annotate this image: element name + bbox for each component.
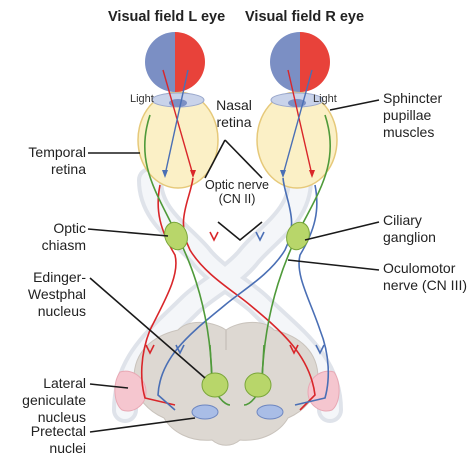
pretectal-label: Pretectal nuclei [4, 423, 86, 457]
ciliary-ganglion-label: Ciliary ganglion [383, 212, 473, 246]
pretectal-nucleus-right [257, 405, 283, 419]
nasal-retina-label: Nasal retina [206, 97, 262, 131]
light-label-left: Light [130, 93, 154, 105]
visual-field-right [270, 32, 330, 92]
light-label-right: Light [313, 93, 337, 105]
oculomotor-nerve-label: Oculomotor nerve (CN III) [383, 260, 474, 294]
optic-nerve-label: Optic nerve (CN II) [196, 178, 278, 206]
lateral-geniculate-label: Lateral geniculate nucleus [4, 375, 86, 426]
visual-field-right-title: Visual field R eye [245, 9, 364, 26]
temporal-retina-label: Temporal retina [4, 144, 86, 178]
edinger-westphal-label: Edinger- Westphal nucleus [4, 269, 86, 320]
edinger-westphal-nucleus-left [202, 373, 228, 397]
visual-field-left-title: Visual field L eye [108, 9, 225, 26]
visual-field-left [145, 32, 205, 92]
optic-chiasm-label: Optic chiasm [4, 220, 86, 254]
pretectal-nucleus-left [192, 405, 218, 419]
sphincter-pupillae-label: Sphincter pupillae muscles [383, 90, 473, 141]
edinger-westphal-nucleus-right [245, 373, 271, 397]
